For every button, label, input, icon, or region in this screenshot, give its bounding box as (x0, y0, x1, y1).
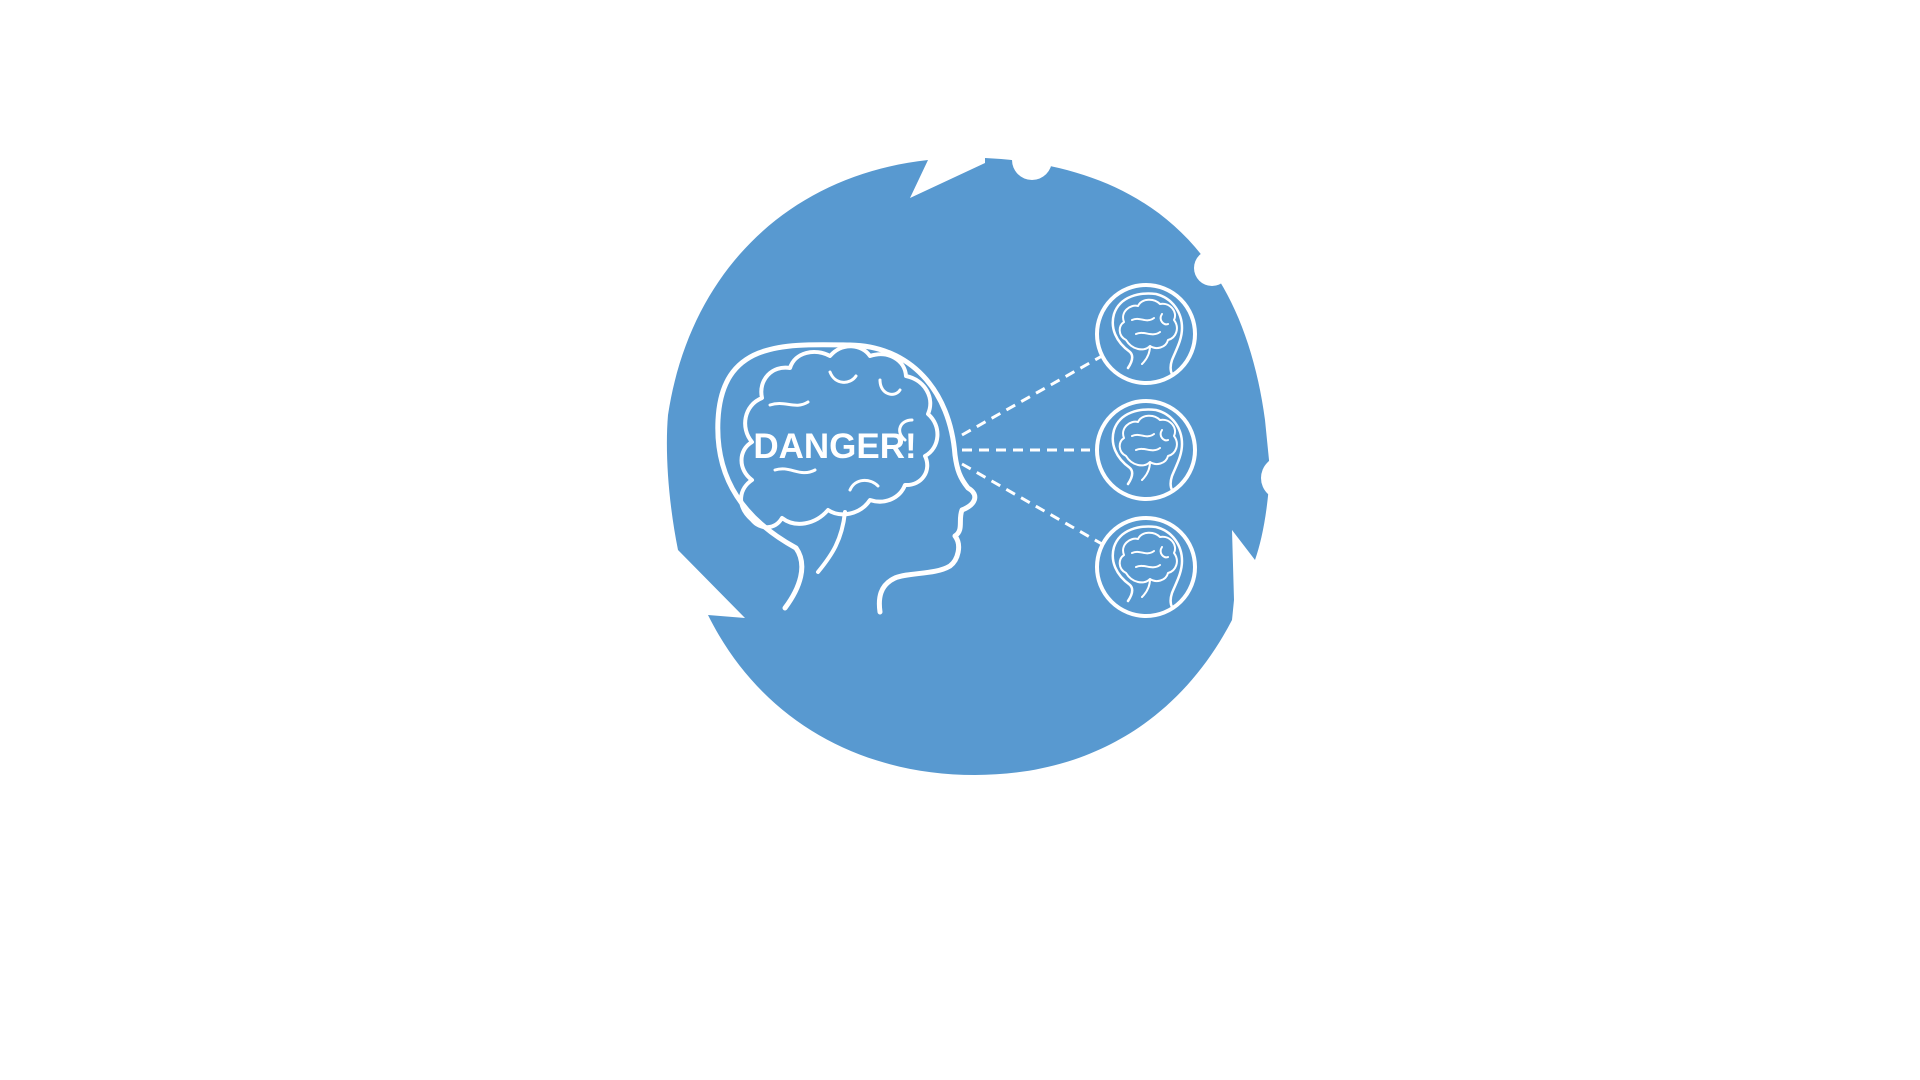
receiver-brain (1118, 298, 1178, 365)
receiver-brain (1118, 531, 1178, 598)
receiver-heads (1095, 283, 1197, 618)
connector-line-bottom (961, 462, 1103, 546)
receiver-ring (1095, 399, 1197, 501)
head-with-brain-icon (1095, 399, 1197, 501)
connector-lines (961, 354, 1103, 546)
brain-fold (768, 370, 914, 492)
receiver-head-outline (1111, 292, 1184, 376)
head-with-brain-icon (1095, 283, 1197, 385)
rim-notch (1194, 250, 1230, 286)
receiver-brain (1118, 414, 1178, 481)
receiver-head-outline (1111, 525, 1184, 609)
danger-label: DANGER! (753, 427, 916, 466)
head-profile-with-brain-icon (715, 342, 978, 615)
rim-notch (1261, 456, 1305, 500)
brain-stem (816, 510, 847, 574)
rim-notch (1012, 140, 1052, 180)
connector-line-top (961, 354, 1103, 437)
receiver-ring (1095, 516, 1197, 618)
brain-outline (739, 344, 940, 530)
head-with-brain-icon (1095, 516, 1197, 618)
receiver-head-outline (1111, 408, 1184, 492)
head-outline (715, 342, 978, 615)
receiver-ring (1095, 283, 1197, 385)
